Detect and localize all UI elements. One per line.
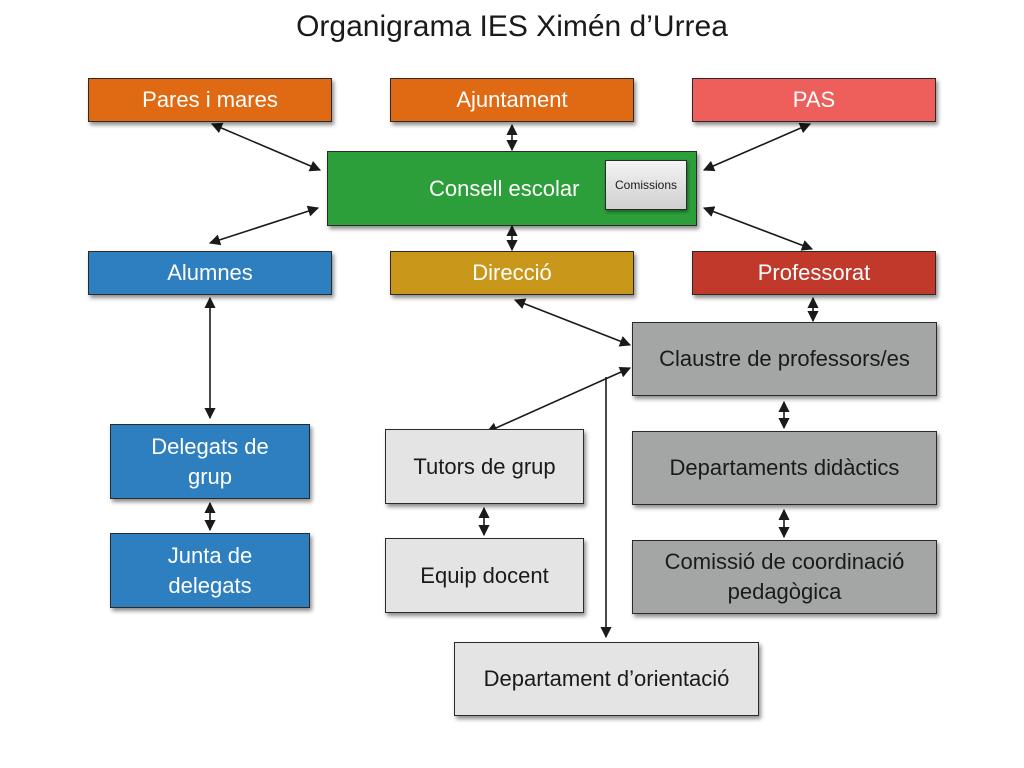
arrow-consell-alumnes [208,205,320,246]
node-label: Comissions [614,178,677,192]
node-departament-orientacio: Departament d’orientació [454,642,759,716]
node-direccio: Direcció [390,251,634,295]
diagram-title: Organigrama IES Ximén d’Urrea [296,10,728,43]
node-label: Departaments didàctics [669,455,900,481]
node-label: Direcció [472,260,552,286]
node-label: Ajuntament [456,87,568,113]
node-label-line1: Delegats de [151,433,269,459]
arrow-claustre-tutors [485,367,632,433]
node-comissions: Comissions [605,160,687,210]
arrow-consell-professorat [702,206,814,251]
node-claustre-de-professors: Claustre de professors/es [632,322,937,396]
node-label: Tutors de grup [413,453,556,479]
arrow-pas-consell [702,122,812,172]
node-alumnes: Alumnes [88,251,332,295]
node-tutors-de-grup: Tutors de grup [385,429,584,504]
node-label-line1: Comissió de coordinació [664,549,905,575]
node-junta-de-delegats: Junta de delegats [110,533,310,608]
node-label-line2: grup [187,463,233,489]
node-label-line2: pedagògica [727,579,842,604]
node-label-line2: delegats [168,572,252,598]
node-label: PAS [792,87,836,113]
node-label: Claustre de professors/es [659,346,910,372]
node-pares-i-mares: Pares i mares [88,78,332,122]
node-label-line1: Junta de [167,542,253,568]
node-label: Equip docent [420,562,549,588]
node-label: Alumnes [167,260,253,286]
node-comissio-de-coordinacio-pedagogica: Comissió de coordinació pedagògica [632,540,937,614]
node-label: Pares i mares [142,87,278,113]
node-label: Consell escolar [429,175,580,201]
node-pas: PAS [692,78,936,122]
arrow-pares-consell [210,122,322,172]
node-equip-docent: Equip docent [385,538,584,613]
arrow-direccio-claustre [513,298,632,347]
node-delegats-de-grup: Delegats de grup [110,424,310,499]
node-professorat: Professorat [692,251,936,295]
node-label: Departament d’orientació [483,666,730,692]
node-ajuntament: Ajuntament [390,78,634,122]
node-departaments-didactics: Departaments didàctics [632,431,937,505]
node-label: Professorat [757,260,871,286]
